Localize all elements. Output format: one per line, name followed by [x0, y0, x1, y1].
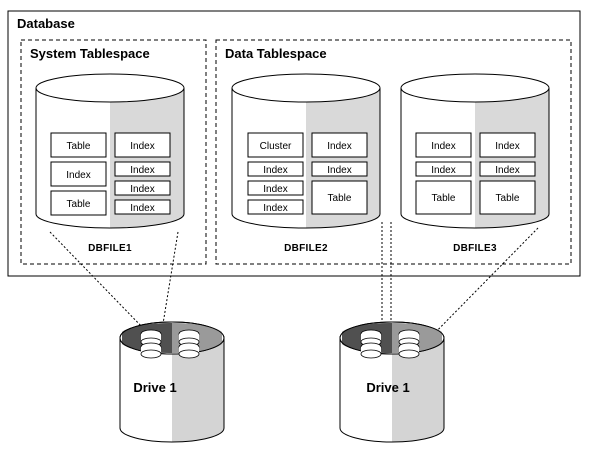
index-cell: [114, 132, 171, 158]
index-cell-label: Index: [431, 165, 455, 176]
index-cell: [479, 132, 536, 158]
dbfile2-label: DBFILE2: [284, 243, 328, 254]
table-cell: [415, 180, 472, 215]
table-cell-label: Table: [67, 141, 91, 152]
table-cell-label: Table: [432, 193, 456, 204]
index-cell-label: Index: [495, 141, 519, 152]
index-cell: [415, 132, 472, 158]
cluster-cell-label: Cluster: [260, 141, 292, 152]
table-cell: [311, 180, 368, 215]
dbfile1-label: DBFILE1: [88, 243, 132, 254]
index-cell: [247, 199, 304, 215]
data-tablespace-title: Data Tablespace: [225, 46, 327, 61]
index-cell: [311, 161, 368, 177]
index-cell: [114, 180, 171, 196]
dbfile1-cells: Table Index Table Index Index Index Inde…: [50, 132, 171, 216]
table-cell-label: Table: [496, 193, 520, 204]
drive-label: Drive 1: [366, 380, 409, 395]
drive-disk-stack: [360, 329, 420, 359]
index-cell-label: Index: [130, 141, 154, 152]
index-cell: [247, 180, 304, 196]
index-cell: [114, 161, 171, 177]
drive-cylinder: [119, 321, 225, 443]
database-title: Database: [17, 16, 75, 31]
table-cell-label: Table: [328, 193, 352, 204]
dbfile2-cells: Cluster Index Index Index Index Index Ta…: [247, 132, 368, 215]
file-to-drive-connectors: [49, 222, 539, 347]
dbfile3-label: DBFILE3: [453, 243, 497, 254]
index-cell: [311, 132, 368, 158]
table-cell: [479, 180, 536, 215]
index-cell-label: Index: [130, 203, 154, 214]
table-cell: [50, 190, 107, 216]
index-cell: [415, 161, 472, 177]
system-tablespace-title: System Tablespace: [30, 46, 150, 61]
index-cell-label: Index: [263, 184, 287, 195]
database-frame: [7, 10, 581, 277]
dbfile3-cells: Index Index Table Index Index Table: [415, 132, 536, 215]
data-tablespace-frame: [215, 39, 572, 265]
cluster-cell: [247, 132, 304, 158]
index-cell-label: Index: [327, 165, 351, 176]
index-cell-label: Index: [130, 184, 154, 195]
index-cell-label: Index: [263, 165, 287, 176]
index-cell-label: Index: [431, 141, 455, 152]
system-tablespace-frame: [20, 39, 207, 265]
drive-disk-stack: [140, 329, 200, 359]
index-cell-label: Index: [130, 165, 154, 176]
index-cell-label: Index: [66, 170, 90, 181]
index-cell: [114, 199, 171, 215]
index-cell-label: Index: [495, 165, 519, 176]
index-cell: [247, 161, 304, 177]
index-cell-label: Index: [263, 203, 287, 214]
index-cell: [50, 161, 107, 187]
table-cell: [50, 132, 107, 158]
index-cell-label: Index: [327, 141, 351, 152]
drive-label: Drive 1: [133, 380, 176, 395]
table-cell-label: Table: [67, 199, 91, 210]
index-cell: [479, 161, 536, 177]
